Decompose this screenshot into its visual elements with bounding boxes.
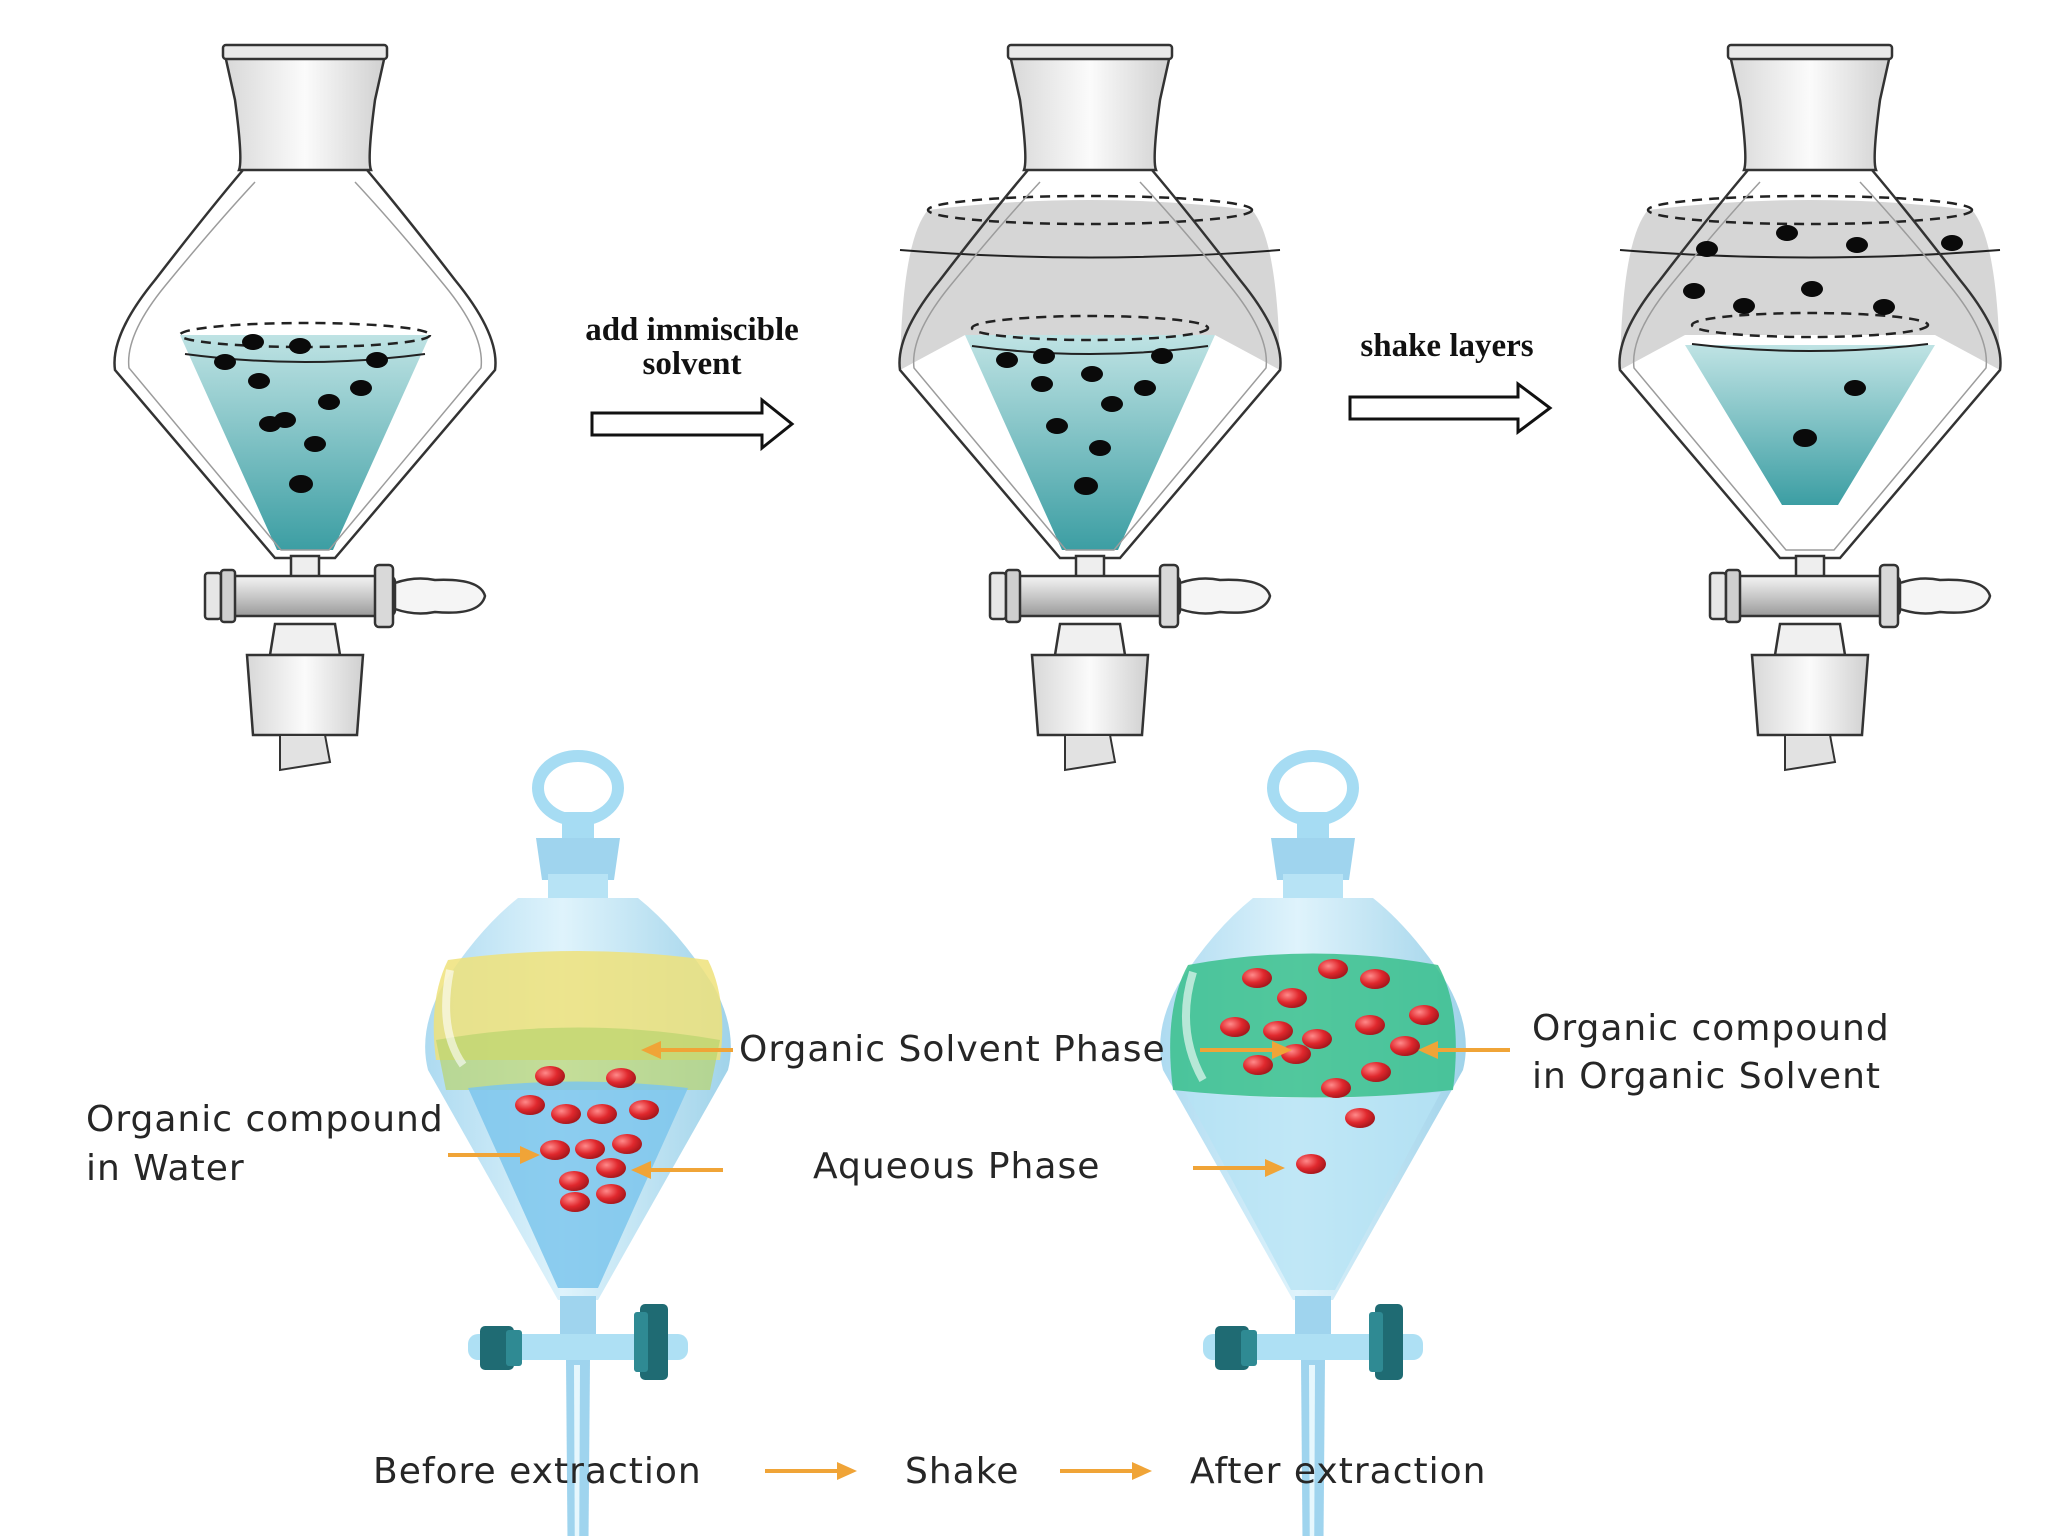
funnel-before-extraction <box>425 756 731 1536</box>
organic-compound-particles <box>1220 959 1439 1174</box>
compound-in-water-label-line2: in Water <box>86 1148 245 1189</box>
compound-in-water-label-line1: Organic compound <box>86 1099 444 1140</box>
aqueous-layer <box>1685 345 1935 505</box>
funnel-after-extraction <box>1160 756 1466 1536</box>
step-arrow-1: add immiscible solvent <box>585 312 799 452</box>
step2-label: shake layers <box>1360 328 1533 364</box>
shake-label: Shake <box>905 1451 1019 1492</box>
compound-in-organic-label-line1: Organic compound <box>1532 1008 1890 1049</box>
step-arrow-2: shake layers <box>1348 328 1553 435</box>
organic-solvent-phase <box>1170 953 1456 1098</box>
solute-particles <box>214 334 388 493</box>
aqueous-phase-label: Aqueous Phase <box>813 1146 1100 1187</box>
organic-solvent-phase-label: Organic Solvent Phase <box>739 1029 1166 1070</box>
after-extraction-label: After extraction <box>1190 1451 1486 1492</box>
solute-particles <box>1683 225 1963 447</box>
funnel-after-shaking <box>1618 43 2002 772</box>
flow-arrow <box>763 1460 859 1482</box>
step1-label-line2: solvent <box>643 346 742 382</box>
organic-layer <box>900 200 1280 370</box>
aqueous-phase <box>1185 1092 1441 1290</box>
organic-compound-particles <box>515 1066 659 1212</box>
bottom-labels: Organic Solvent Phase Aqueous Phase Orga… <box>86 1008 1890 1492</box>
flow-arrow <box>1058 1460 1154 1482</box>
before-extraction-label: Before extraction <box>373 1451 702 1492</box>
funnel-before-solvent <box>113 43 497 772</box>
step1-label-line1: add immiscible <box>585 312 799 348</box>
compound-in-organic-label-line2: in Organic Solvent <box>1532 1056 1881 1097</box>
solute-particles <box>996 348 1173 495</box>
funnel-with-solvent <box>898 43 1282 772</box>
